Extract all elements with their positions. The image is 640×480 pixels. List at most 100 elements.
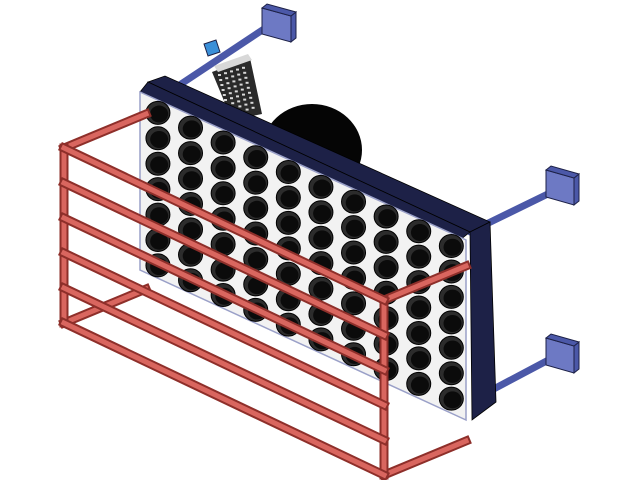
panel-hole-inner (378, 209, 397, 227)
panel-hole-inner (410, 351, 429, 369)
board-pin (250, 101, 254, 104)
cage-rail (60, 179, 388, 339)
bracket-mid-right (544, 165, 581, 207)
board-pin (245, 108, 249, 111)
panel-hole-inner (443, 365, 462, 383)
board-pin (232, 80, 236, 83)
board-pin (224, 99, 227, 101)
panel-hole-inner (182, 247, 201, 265)
cage-rail (60, 319, 388, 479)
bracket-low-side (573, 340, 580, 375)
board-pin (219, 79, 223, 81)
panel-hole-inner (410, 376, 429, 394)
panel-hole-inner (280, 190, 299, 208)
panel-hole-inner (150, 232, 169, 250)
panel-hole-inner (378, 260, 397, 278)
board-pin (227, 87, 231, 90)
panel-hole-inner (345, 194, 364, 212)
panel-hole-inner (410, 223, 429, 241)
panel-hole-inner (150, 130, 169, 148)
panel-hole-inner (345, 296, 364, 314)
board-pin (240, 88, 244, 91)
panel-hole-inner (215, 160, 234, 178)
board-pin (230, 97, 233, 100)
panel-hole-inner (443, 391, 462, 409)
board-pin (242, 93, 245, 96)
bracket-top-side (290, 10, 297, 44)
board-pin (239, 83, 243, 86)
board-pin (244, 76, 248, 79)
panel-hole-inner (313, 204, 332, 222)
panel-hole-inner (247, 251, 266, 269)
panel-hole-inner (182, 120, 201, 138)
panel-hole-inner (280, 215, 299, 233)
board-pin (226, 82, 230, 85)
panel-hole-inner (280, 164, 299, 182)
rod-top (171, 21, 274, 92)
panel-hole-inner (280, 266, 299, 284)
board-pin (249, 96, 253, 99)
cage-depth-rail (60, 110, 150, 152)
panel-hole-inner (443, 340, 462, 358)
cage-rail (60, 284, 388, 444)
bracket-mid-cap (544, 165, 581, 179)
panel-hole-inner (215, 186, 234, 204)
board-pin (222, 94, 226, 96)
board-pin (231, 75, 235, 78)
board-pin (244, 103, 248, 106)
panel-hole-inner (182, 171, 201, 189)
board-pin (242, 66, 245, 69)
rod-lower-right (484, 352, 560, 396)
panel-hole-inner (345, 245, 364, 263)
board-pin (243, 71, 247, 74)
panel-hole-inner (378, 234, 397, 252)
panel-hole-inner (247, 149, 266, 167)
board-pin (218, 74, 221, 76)
board-pin (245, 81, 249, 84)
frame-right-side (469, 221, 497, 421)
bracket-lower-right (544, 333, 581, 375)
board-pin (220, 84, 224, 86)
panel-hole-inner (150, 207, 169, 225)
panel-hole-inner (410, 325, 429, 343)
guard-rail-cage (58, 108, 472, 480)
panel-hole-inner (313, 230, 332, 248)
board-pin (233, 85, 237, 88)
cage-rail (60, 144, 388, 304)
board-pin (221, 89, 225, 91)
board-pin (231, 102, 235, 105)
board-pin (251, 106, 255, 109)
panel-hole-inner (247, 175, 266, 193)
panel-frame (139, 75, 497, 421)
cage-rail (60, 214, 388, 374)
bracket-small-left (203, 39, 221, 57)
panel-holes (145, 100, 464, 411)
board-pin (237, 100, 241, 103)
panel-hole-inner (313, 179, 332, 197)
board-pin (248, 91, 251, 94)
bracket-top-cap (260, 3, 298, 17)
bracket-top (260, 3, 298, 44)
panel-hole-inner (150, 156, 169, 174)
board-top (214, 54, 252, 72)
panel-hole-inner (443, 289, 462, 307)
panel-hole-inner (410, 249, 429, 267)
panel-hole-inner (215, 262, 234, 280)
bracket-low-cap (544, 333, 581, 347)
board-pin (237, 73, 241, 76)
board-pin (224, 72, 227, 75)
panel-hole-inner (313, 281, 332, 299)
board-pin (230, 70, 233, 73)
board-pin (243, 98, 247, 101)
panel-hole-inner (443, 238, 462, 256)
board-pin (246, 86, 250, 89)
cage-depth-rail (380, 437, 470, 479)
board-pin (236, 68, 239, 71)
board-pin (238, 78, 242, 81)
panel-hole-inner (182, 222, 201, 240)
board-pin (234, 90, 238, 93)
panel-hole-inner (345, 219, 364, 237)
panel-hole-inner (215, 236, 234, 254)
board-pin (238, 105, 242, 108)
